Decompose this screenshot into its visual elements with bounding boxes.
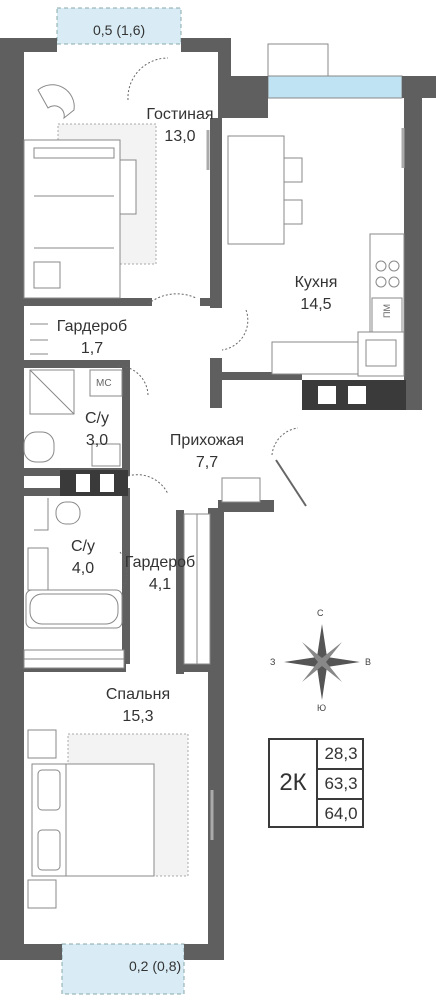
total-area: 63,3 <box>318 770 364 800</box>
area-values: 28,3 63,3 64,0 <box>316 740 364 826</box>
room-name: С/у <box>85 410 109 427</box>
total-area-with-balcony: 64,0 <box>324 804 358 823</box>
compass-west: З <box>270 657 276 667</box>
wardrobe-large-rack <box>183 513 211 665</box>
room-label-hallway: Прихожая 7,7 <box>162 430 252 474</box>
entrance-door <box>275 459 307 507</box>
exterior-walls <box>0 38 436 960</box>
room-name: Гостиная <box>146 106 214 123</box>
balcony-top-label: 0,5 (1,6) <box>93 22 146 38</box>
entrance-rug <box>221 477 261 503</box>
apartment-summary: 2К 28,3 63,3 64,0 <box>268 738 364 828</box>
room-area: 4,1 <box>148 576 172 593</box>
bathroom-1-fixtures <box>23 369 123 467</box>
room-area: 7,7 <box>195 454 219 471</box>
balcony-bottom-label: 0,2 (0,8) <box>129 958 182 974</box>
fridge-label: ПМ <box>382 304 392 318</box>
room-label-bedroom: Спальня 15,3 <box>96 684 180 728</box>
bedroom-wardrobe <box>23 649 125 669</box>
wardrobe-small-shelves <box>30 323 48 355</box>
room-label-wardrobe-large: Гардероб 4,1 <box>120 552 200 596</box>
room-name: Гардероб <box>124 554 196 571</box>
balcony-bottom <box>61 943 185 995</box>
washer-label: МС <box>96 378 112 389</box>
room-name: Кухня <box>294 274 338 291</box>
ventilation-shaft-left <box>60 470 128 496</box>
room-label-wardrobe-small: Гардероб 1,7 <box>52 316 132 360</box>
room-name: Спальня <box>105 686 171 703</box>
room-label-living: Гостиная 13,0 <box>140 104 220 148</box>
room-area: 13,0 <box>164 128 196 145</box>
bathroom-2-fixtures <box>25 498 123 629</box>
room-label-bathroom-2: С/у 4,0 <box>58 536 108 580</box>
kitchen-window-glass <box>267 75 403 99</box>
living-area: 28,3 <box>318 740 364 770</box>
room-area: 14,5 <box>300 296 332 313</box>
room-area: 4,0 <box>71 560 95 577</box>
kitchen-furniture <box>227 128 405 377</box>
balcony-top <box>56 7 182 45</box>
doors <box>117 57 299 591</box>
room-label-bathroom-1: С/у 3,0 <box>72 408 122 452</box>
compass-south: Ю <box>317 703 327 713</box>
room-label-kitchen: Кухня 14,5 <box>286 272 346 316</box>
living-room-furniture <box>23 84 210 299</box>
room-name: Гардероб <box>56 318 128 335</box>
apartment-type: 2К <box>279 769 307 796</box>
room-name: Прихожая <box>169 432 245 449</box>
compass-north: С <box>317 608 324 618</box>
bedroom-furniture <box>27 729 214 909</box>
room-area: 3,0 <box>85 432 109 449</box>
compass-east: В <box>365 657 372 667</box>
compass <box>284 624 360 700</box>
room-area: 1,7 <box>80 340 104 357</box>
room-name: С/у <box>71 538 95 555</box>
kitchen-window-top <box>267 43 329 77</box>
room-area: 15,3 <box>122 708 154 725</box>
ventilation-shaft-right <box>302 380 406 410</box>
